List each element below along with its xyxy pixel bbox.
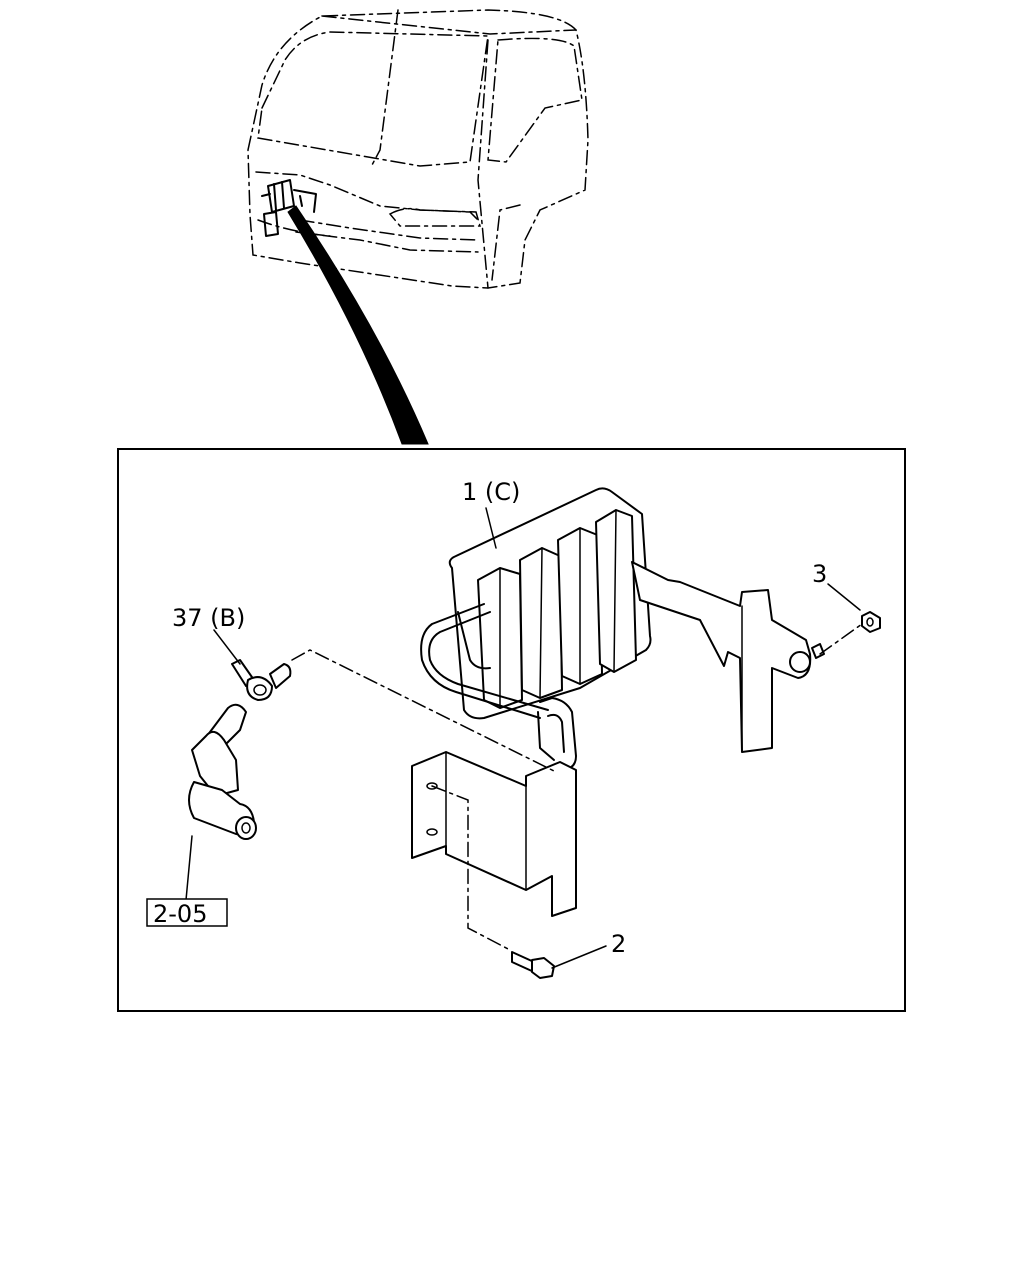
detail-frame <box>117 448 906 1012</box>
mounting-bracket <box>411 751 577 917</box>
stud-pin <box>811 643 825 659</box>
callout-part-37: 37 (B) <box>172 604 245 632</box>
nut-part-3 <box>861 611 881 633</box>
callout-part-2: 2 <box>611 930 626 958</box>
canister-assembly <box>420 487 812 771</box>
callout-part-1: 1 (C) <box>462 478 520 506</box>
callout-part-3: 3 <box>812 560 827 588</box>
canister-location-detail <box>261 179 317 237</box>
leader-lines <box>185 507 863 969</box>
leader-wedge <box>287 205 429 445</box>
hose-assembly <box>188 659 292 840</box>
bolt-part-2 <box>511 951 555 979</box>
truck-cab-outline <box>247 9 589 289</box>
reference-box-label: 2-05 <box>153 900 207 928</box>
reference-box <box>146 898 228 927</box>
